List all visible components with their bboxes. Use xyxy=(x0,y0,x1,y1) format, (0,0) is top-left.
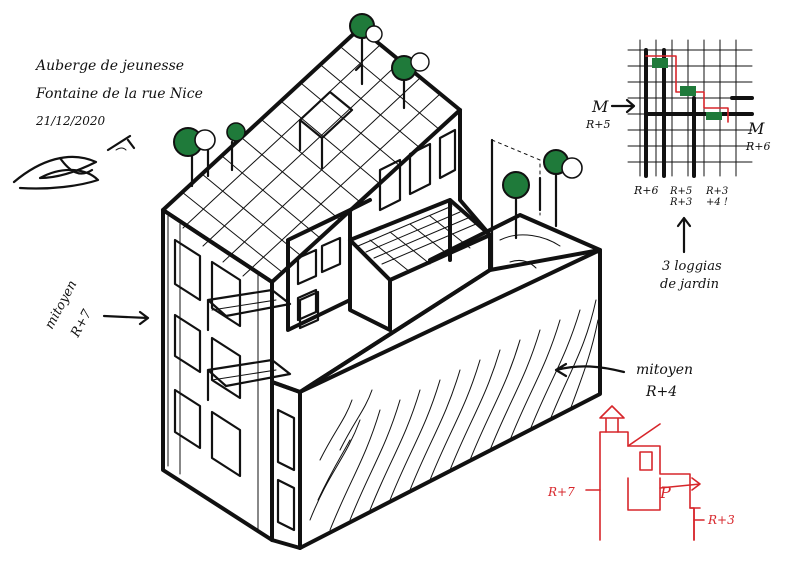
roof-skylight xyxy=(298,90,354,170)
plan-label-top-line2: R+5 xyxy=(585,118,611,131)
plan-level-1: R+6 xyxy=(633,184,659,197)
title-notes: Auberge de jeunesse Fontaine de la rue N… xyxy=(12,58,203,190)
plan-label-right-line1: M xyxy=(747,119,765,138)
terrace-dashed-edge xyxy=(491,139,541,216)
section-diagram: P R+7 R+3 xyxy=(547,405,735,541)
plan-red-outline xyxy=(645,55,729,123)
section-marker: P xyxy=(659,483,671,502)
balcony-rails xyxy=(211,299,277,381)
section-right-level: R+3 xyxy=(707,513,735,527)
right-wall-label-line2: R+4 xyxy=(645,384,677,400)
tree-icon xyxy=(499,149,583,269)
signature-scribble xyxy=(12,134,136,190)
plan-green-mark-icon xyxy=(680,86,696,96)
right-wall-outline xyxy=(298,248,602,550)
plan-note-arrow xyxy=(676,216,692,254)
tree-icon xyxy=(349,13,383,64)
signature-mark xyxy=(115,147,127,151)
building-isometric xyxy=(161,13,602,550)
left-tower-hatch xyxy=(167,215,259,531)
section-left-level: R+7 xyxy=(547,485,575,499)
plan-label-right-line2: R+6 xyxy=(745,140,771,153)
roof-chimney xyxy=(354,62,364,86)
title-line-2: Fontaine de la rue Nice xyxy=(35,86,203,102)
left-wall-label: mitoyen R+7 xyxy=(42,278,150,341)
tree-icon xyxy=(173,127,216,188)
section-level-ticks xyxy=(585,489,705,521)
loggia-box xyxy=(348,198,492,332)
section-arrow xyxy=(659,477,701,491)
plan-walls xyxy=(644,48,754,178)
tree-icon xyxy=(226,122,246,172)
left-tower-windows xyxy=(173,238,242,478)
loggia-grid xyxy=(357,205,477,273)
roof-note-line2: de jardin xyxy=(660,277,719,292)
roof-note-line1: 3 loggias xyxy=(662,259,722,274)
right-wall-label-line1: mitoyen xyxy=(636,362,693,378)
plan-level-3: R+3+4 ! xyxy=(705,186,728,208)
central-volume-outline xyxy=(270,108,492,394)
title-line-1: Auberge de jeunesse xyxy=(34,58,184,74)
left-wall-label-line2: R+7 xyxy=(68,307,96,341)
box-windows xyxy=(296,236,342,322)
left-balconies xyxy=(206,288,292,402)
right-wall-label: mitoyen R+4 xyxy=(554,362,693,400)
lower-left-windows xyxy=(276,408,296,532)
plan-green-mark-icon xyxy=(706,112,722,120)
left-wall-arrow xyxy=(102,310,150,326)
roof-grid xyxy=(181,44,441,277)
central-windows xyxy=(298,128,457,330)
left-tower-outline xyxy=(161,208,274,542)
plan-arrow-top xyxy=(610,98,636,114)
roof-outline xyxy=(161,26,462,284)
right-wall-arrow xyxy=(554,362,626,378)
section-tree-icon xyxy=(599,405,625,433)
date-label: 21/12/2020 xyxy=(35,114,106,128)
plan-green-mark-icon xyxy=(652,58,668,68)
roof-trees xyxy=(173,13,583,269)
plan-label-top-line1: M xyxy=(591,97,609,116)
tree-icon xyxy=(391,52,430,110)
section-step xyxy=(689,507,701,541)
